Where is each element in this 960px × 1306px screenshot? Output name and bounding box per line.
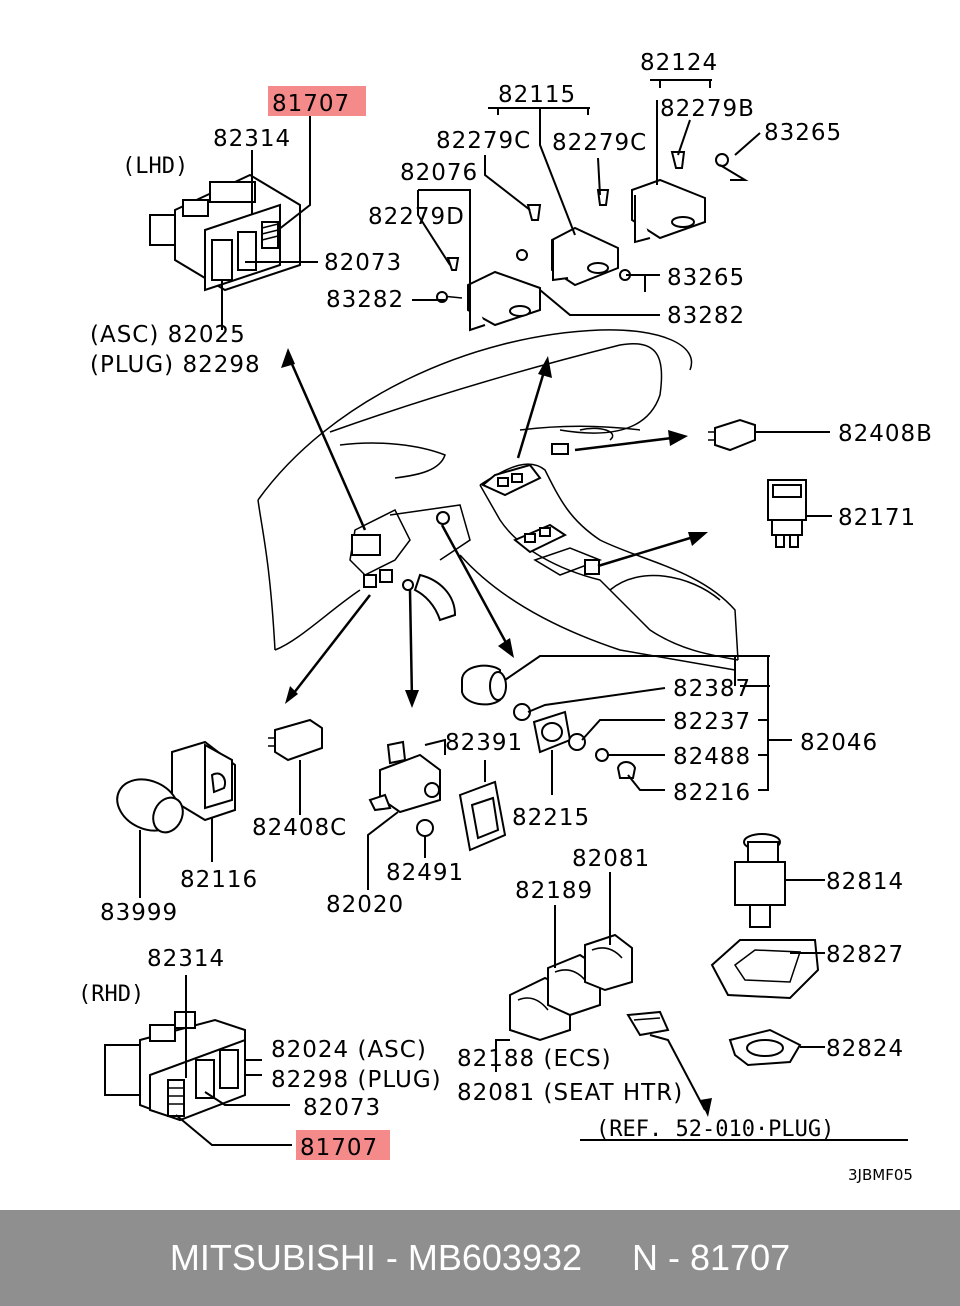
rhd-leaders: [175, 975, 908, 1146]
switches-82188-82189: [495, 872, 712, 1117]
part-82827: [710, 939, 825, 1000]
switch-82387-group: [461, 664, 637, 779]
label-83999: 83999: [100, 900, 178, 926]
part-number-footer: MITSUBISHI - MB603932 N - 81707: [0, 1210, 960, 1306]
label-82024-asc: 82024 (ASC): [271, 1037, 427, 1063]
label-83282-right: 83282: [667, 303, 745, 329]
bracket-82124: [631, 151, 729, 244]
label-83265-top: 83265: [764, 120, 842, 146]
label-lhd: (LHD): [122, 154, 188, 179]
label-82391: 82391: [445, 730, 523, 756]
label-diagram-code: 3JBMF05: [848, 1166, 913, 1184]
label-82814: 82814: [826, 869, 904, 895]
label-plug-82298: (PLUG) 82298: [90, 352, 261, 378]
label-82189: 82189: [515, 878, 593, 904]
label-82314-bottom: 82314: [147, 946, 225, 972]
label-82408C: 82408C: [252, 815, 347, 841]
label-82408B: 82408B: [838, 421, 933, 447]
part-82408B: [708, 418, 830, 452]
label-rhd: (RHD): [78, 982, 144, 1007]
lhd-switch-assembly: [149, 173, 301, 292]
lhd-leaders: [221, 116, 318, 330]
label-83282-left: 83282: [326, 287, 404, 313]
label-82216: 82216: [673, 780, 751, 806]
top-brackets-leaders: [412, 79, 761, 316]
part-82171: [767, 479, 832, 548]
part-82408C: [268, 718, 323, 815]
label-82020: 82020: [326, 892, 404, 918]
bracket-82076: [436, 257, 541, 332]
label-82171: 82171: [838, 505, 916, 531]
label-82824: 82824: [826, 1036, 904, 1062]
label-82116: 82116: [180, 867, 258, 893]
highlight-bottom-81707: [296, 1130, 390, 1160]
part-82116: [171, 740, 236, 862]
label-ref-plug: (REF. 52-010·PLUG): [596, 1117, 834, 1142]
part-82824: [728, 1028, 825, 1067]
label-82046: 82046: [800, 730, 878, 756]
label-82314-top: 82314: [213, 126, 291, 152]
parts-diagram: 81707 82314 (LHD) 82073 (ASC) 82025 (PLU…: [78, 50, 933, 1184]
dashboard-outline: [257, 329, 739, 671]
part-82215: [458, 750, 553, 852]
bracket-82115: [516, 189, 631, 287]
label-81707-bottom: 81707: [300, 1135, 378, 1161]
label-82491: 82491: [386, 860, 464, 886]
label-82279C-2: 82279C: [552, 130, 647, 156]
label-82081-seat-htr: 82081 (SEAT HTR): [457, 1080, 683, 1106]
label-82237: 82237: [673, 709, 751, 735]
label-83265-mid: 83265: [667, 265, 745, 291]
part-82814: [734, 833, 825, 928]
label-82073-top: 82073: [324, 250, 402, 276]
footer-text: MITSUBISHI - MB603932 N - 81707: [169, 1237, 791, 1278]
label-82387: 82387: [673, 676, 751, 702]
part-labels: 81707 82314 (LHD) 82073 (ASC) 82025 (PLU…: [78, 50, 933, 1184]
rhd-switch-assembly: [104, 1011, 246, 1122]
highlight-top-81707: [268, 86, 366, 116]
label-asc-82025: (ASC) 82025: [90, 322, 246, 348]
part-83999: [116, 778, 184, 898]
label-82488: 82488: [673, 744, 751, 770]
label-82215: 82215: [512, 805, 590, 831]
label-82298-plug: 82298 (PLUG): [271, 1067, 442, 1093]
leader-arrows: [281, 348, 708, 708]
part-82020: [367, 738, 446, 890]
label-82081-top: 82081: [572, 846, 650, 872]
label-82279B: 82279B: [660, 96, 755, 122]
label-82279D: 82279D: [368, 204, 465, 230]
label-82279C-1: 82279C: [436, 128, 531, 154]
label-82188-ecs: 82188 (ECS): [457, 1046, 612, 1072]
label-81707-top: 81707: [272, 91, 350, 117]
label-82115: 82115: [498, 82, 576, 108]
label-82827: 82827: [826, 942, 904, 968]
leaders-82046: [504, 655, 792, 791]
label-82076: 82076: [400, 160, 478, 186]
label-82073-bottom: 82073: [303, 1095, 381, 1121]
label-82124: 82124: [640, 50, 718, 76]
